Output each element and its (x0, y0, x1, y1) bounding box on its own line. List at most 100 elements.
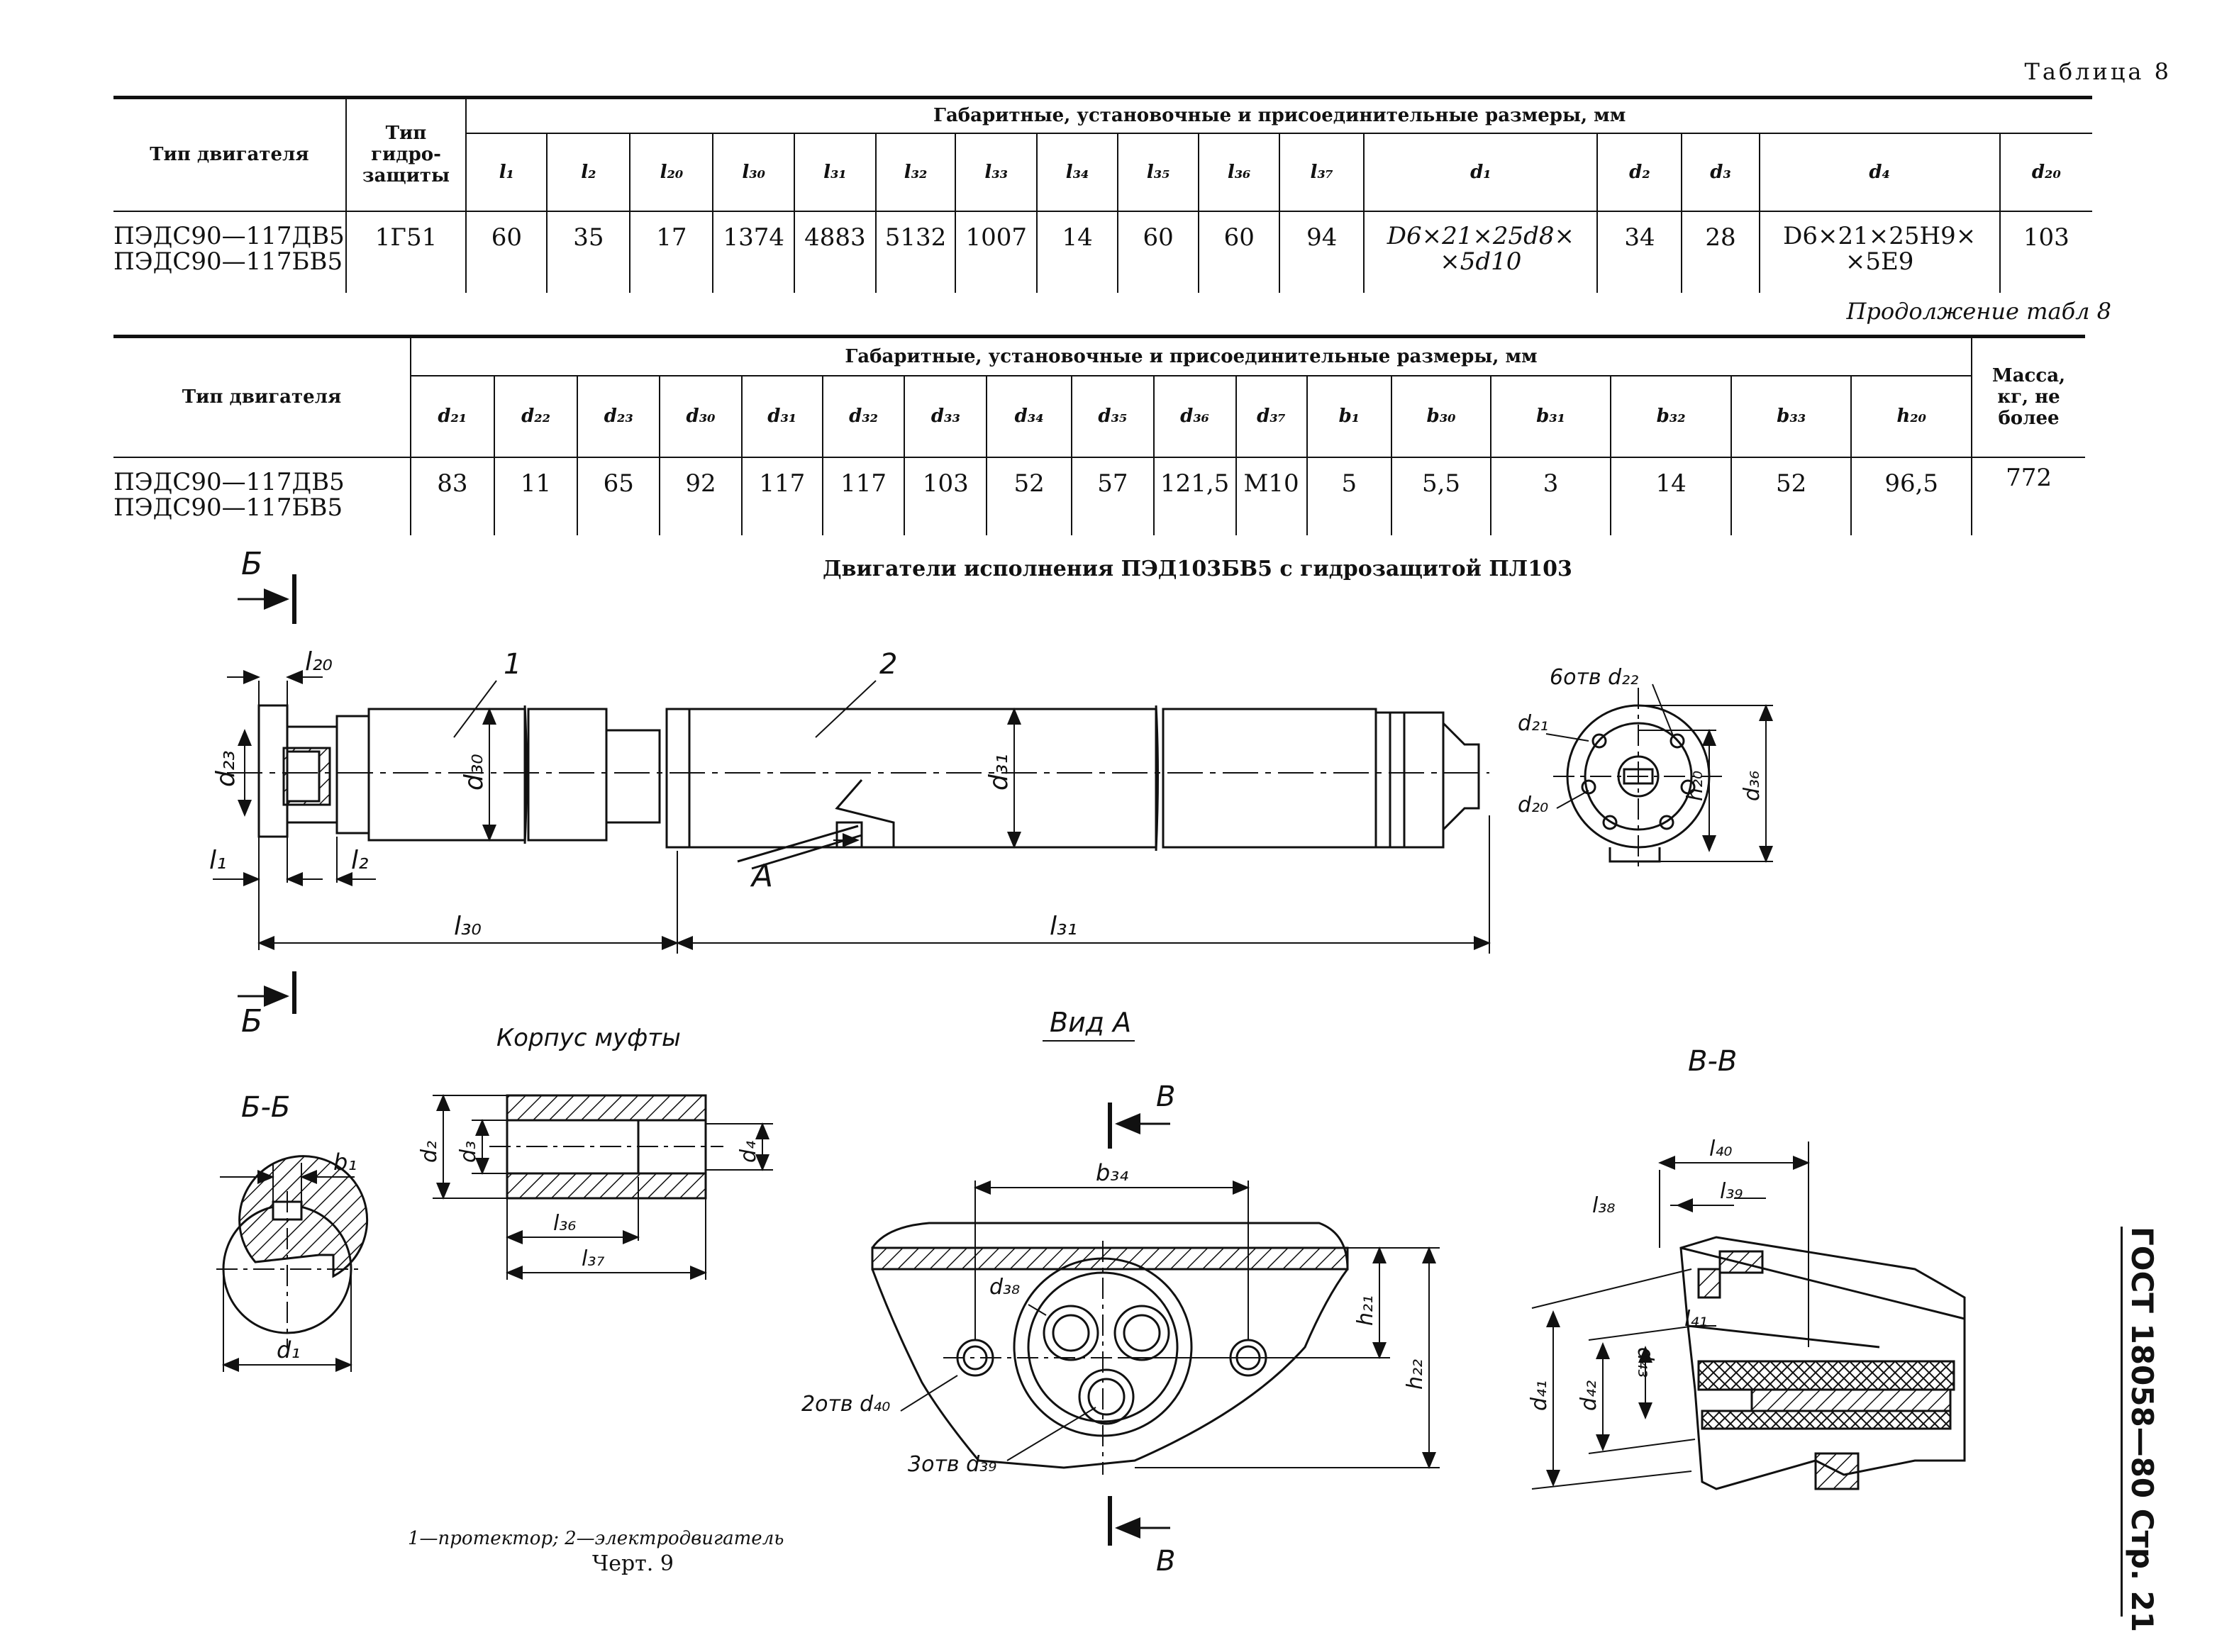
group-header: Габаритные, установочные и присоединител… (465, 97, 2092, 134)
section-bb (216, 1155, 369, 1372)
value-cell: 92 (659, 457, 742, 535)
label-d23: d₂₃ (211, 750, 240, 787)
sym-cell: d₃₀ (659, 375, 742, 458)
value-cell: 5 (1306, 457, 1392, 535)
label-holes-d22: 6отв d₂₂ (1550, 665, 1638, 690)
label-l39: l₃₉ (1720, 1179, 1743, 1204)
value-cell: 35 (546, 211, 630, 293)
value-cell: 117 (740, 457, 823, 535)
drawing-title: Двигатели исполнения ПЭД103БВ5 с гидроза… (823, 557, 1572, 581)
value-cell: D6×21×25d8× ×5d10 (1363, 211, 1598, 293)
label-h22: h₂₂ (1403, 1359, 1428, 1390)
value-cell: 117 (821, 457, 905, 535)
table-8-continuation: Тип двигателя Габаритные, установочные и… (113, 335, 2085, 535)
view-a-title: Вид А (1050, 1007, 1131, 1038)
label-d30: d₃₀ (460, 754, 489, 791)
value-cell: D6×21×25H9× ×5E9 (1758, 211, 2000, 293)
label-h20: h₂₀ (1683, 771, 1708, 801)
group-header: Габаритные, установочные и присоединител… (409, 336, 1972, 376)
label-d43: d₄₃ (1633, 1347, 1657, 1378)
figure-caption: Черт. 9 (592, 1551, 674, 1576)
engine-type-cell: ПЭДС90—117ДВ5 ПЭДС90—117БВ5 (113, 221, 345, 276)
sym-cell: d₂₀ (1999, 133, 2092, 212)
engine-type-cell: ПЭДС90—117ДВ5 ПЭДС90—117БВ5 (113, 467, 345, 522)
label-section-v-bottom: В (1156, 1545, 1175, 1578)
legend: 1—протектор; 2—электродвигатель (408, 1528, 784, 1549)
table-row: ПЭДС90—117ДВ5 ПЭДС90—117БВ5 83 11 65 92 … (113, 457, 2085, 535)
end-view (1545, 683, 1773, 869)
coupling-body (433, 1094, 773, 1280)
sym-cell: b₃₁ (1489, 375, 1611, 458)
value-cell: 60 (1117, 211, 1199, 293)
section-b-marker-top (238, 574, 296, 624)
value-cell: 94 (1279, 211, 1365, 293)
view-a (871, 1103, 1440, 1546)
value-cell: 11 (493, 457, 578, 535)
label-section-b-bottom: Б (241, 1003, 262, 1039)
engine-assembly (227, 704, 1489, 870)
sym-cell: d₃₂ (821, 375, 905, 458)
label-section-b: Б (241, 546, 262, 582)
col-engine-type: Тип двигателя (113, 336, 411, 458)
side-stamp: ГОСТ 18058—80 Стр. 21 (2125, 1227, 2160, 1633)
value-cell: 121,5 (1152, 457, 1236, 535)
label-item-1: 1 (504, 648, 521, 681)
section-vv (1531, 1142, 1966, 1490)
value-cell: 5,5 (1391, 457, 1491, 535)
continuation-caption: Продолжение табл 8 (1846, 298, 2111, 325)
section-vv-title: В-В (1688, 1045, 1737, 1078)
value-cell: 1374 (712, 211, 795, 293)
label-l2: l₂ (351, 846, 368, 875)
sym-cell: b₃₀ (1391, 375, 1491, 458)
label-d4: d₄ (736, 1141, 761, 1163)
value-cell: 34 (1596, 211, 1682, 293)
value-cell: 57 (1070, 457, 1154, 535)
col-mass: Масса, кг, не более (1971, 336, 2085, 458)
sym-cell: d₁ (1363, 133, 1598, 212)
sym-cell: b₃₃ (1730, 375, 1852, 458)
value-cell: 28 (1681, 211, 1760, 293)
col-engine-type: Тип двигателя (113, 97, 346, 212)
value-cell: 14 (1610, 457, 1731, 535)
sym-cell: b₁ (1306, 375, 1392, 458)
mass-cell: 772 (1971, 457, 2085, 535)
sym-cell: h₂₀ (1850, 375, 1972, 458)
col-protection-type: Тип гидро-защиты (345, 97, 467, 212)
sym-cell: d₃₃ (904, 375, 987, 458)
protection-cell: 1Г51 (345, 211, 467, 293)
table-row: ПЭДС90—117ДВ5 ПЭДС90—117БВ5 1Г51 60 35 1… (113, 211, 2092, 293)
label-item-2: 2 (879, 648, 897, 681)
sym-cell: d₃₇ (1235, 375, 1307, 458)
value-cell: M10 (1235, 457, 1307, 535)
label-d42: d₄₂ (1577, 1380, 1601, 1411)
sym-cell: d₄ (1758, 133, 2000, 212)
label-section-v-top: В (1156, 1081, 1175, 1113)
coupling-title: Корпус муфты (496, 1024, 681, 1052)
sym-cell: d₃ (1681, 133, 1760, 212)
label-d38: d₃₈ (989, 1275, 1020, 1300)
sym-cell: l₃₅ (1117, 133, 1199, 212)
sym-cell: d₃₅ (1070, 375, 1154, 458)
section-bb-title: Б-Б (241, 1091, 290, 1124)
value-cell: 17 (629, 211, 713, 293)
table-8: Тип двигателя Тип гидро-защиты Габаритны… (113, 96, 2092, 293)
sym-cell: l₃₄ (1036, 133, 1118, 212)
value-cell: 5132 (874, 211, 956, 293)
sym-cell: l₁ (465, 133, 548, 212)
sym-cell: l₃₁ (794, 133, 876, 212)
sym-cell: l₃₃ (955, 133, 1038, 212)
value-cell: 96,5 (1850, 457, 1972, 535)
sym-cell: l₂ (546, 133, 630, 212)
sym-cell: d₂₂ (493, 375, 578, 458)
sym-cell: l₃₇ (1279, 133, 1365, 212)
label-l31: l₃₁ (1050, 912, 1077, 941)
sym-cell: d₃₁ (740, 375, 823, 458)
value-cell: 4883 (794, 211, 876, 293)
label-d20: d₂₀ (1518, 793, 1548, 817)
label-d3: d₃ (456, 1141, 481, 1163)
label-d1: d₁ (277, 1336, 300, 1363)
label-l37: l₃₇ (582, 1246, 604, 1271)
label-d21: d₂₁ (1518, 711, 1548, 736)
label-l20: l₂₀ (305, 647, 333, 676)
